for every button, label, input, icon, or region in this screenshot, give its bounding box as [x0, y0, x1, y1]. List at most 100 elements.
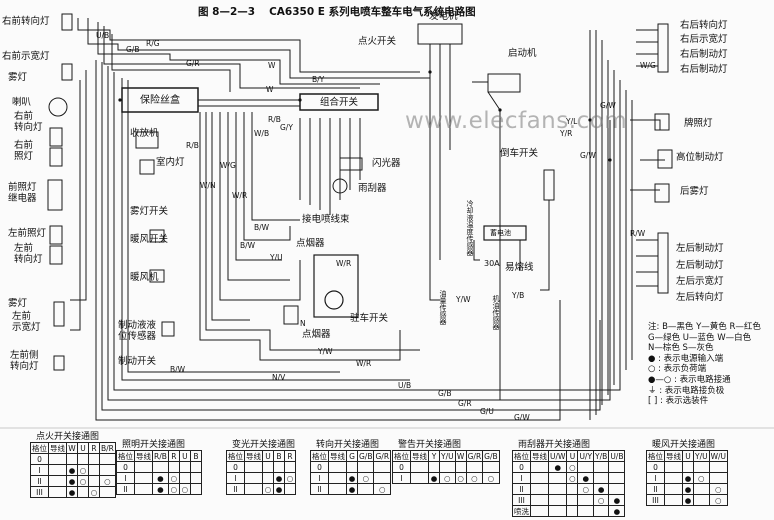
wire-label: G/W — [580, 151, 596, 160]
table-cell — [88, 453, 100, 465]
table-cell — [547, 472, 568, 484]
table-cell — [530, 461, 549, 473]
legend-line: [ ] : 表示选装件 — [648, 396, 709, 407]
switch-table-title: 暖风开关接通图 — [652, 440, 716, 450]
table-cell: ● — [273, 483, 285, 495]
switch-table-title: 雨刮器开关接通图 — [518, 440, 591, 450]
wire-label: U/B — [96, 31, 110, 40]
wire-label: B/W — [240, 241, 256, 250]
wire-label: Y/W — [456, 295, 471, 304]
wire-label: G/W — [514, 413, 530, 422]
table-cell — [530, 472, 549, 484]
table-cell — [373, 461, 392, 473]
label-plate-light: 牌照灯 — [684, 118, 713, 129]
table-cell: ○ — [577, 483, 595, 495]
table-cell — [439, 461, 456, 473]
table-cell: ○ — [284, 472, 296, 484]
wire-label: W/R — [232, 191, 248, 200]
label-right-rear-turn: 右后转向灯 — [680, 20, 728, 31]
table-cell — [284, 461, 296, 473]
wire-label: N/V — [272, 373, 286, 382]
table-cell: 0 — [116, 461, 135, 473]
table-cell — [410, 461, 429, 473]
table-cell: I — [646, 472, 665, 484]
table-header-cell: 格位 — [116, 450, 135, 462]
table-header-cell: W/U — [708, 450, 729, 462]
wire-label: R/G — [146, 39, 160, 48]
table-header-cell: R — [88, 442, 100, 454]
switch-table-title: 变光开关接通图 — [232, 440, 296, 450]
table-cell — [708, 461, 729, 473]
label-combo-switch: 组合开关 — [320, 97, 359, 108]
table-cell — [593, 461, 610, 473]
wire-label: R/W — [630, 229, 646, 238]
table-cell — [454, 461, 467, 473]
table-cell: 0 — [512, 461, 531, 473]
table-header-cell: U/Y — [577, 450, 595, 462]
table-cell — [48, 486, 67, 498]
table-cell — [428, 461, 440, 473]
table-header-cell: R/B — [152, 450, 169, 462]
table-cell — [664, 483, 683, 495]
label-fuse-box: 保险丝盒 — [140, 95, 180, 106]
table-cell — [664, 461, 683, 473]
table-cell: I — [116, 472, 135, 484]
label-headlamp-relay: 前照灯 继电器 — [8, 182, 37, 204]
table-cell — [530, 505, 549, 517]
table-cell — [328, 483, 347, 495]
table-cell — [593, 505, 610, 517]
table-cell — [593, 472, 610, 484]
table-cell: ○ — [167, 472, 180, 484]
table-cell — [693, 494, 710, 506]
table-cell: ○ — [593, 494, 610, 506]
label-reverse-switch: 倒车开关 — [500, 148, 539, 159]
wire-label: G/B — [126, 45, 140, 54]
wire-label: B/W — [170, 365, 186, 374]
table-cell: I — [30, 464, 49, 476]
table-cell — [530, 483, 549, 495]
table-header-cell: W — [454, 450, 467, 462]
table-cell — [99, 453, 116, 465]
table-header-cell: 导线 — [134, 450, 153, 462]
wire-label: R/B — [186, 141, 199, 150]
table-header-cell: 格位 — [226, 450, 245, 462]
switch-table-title: 警告开关接通图 — [398, 440, 462, 450]
wire-label: G/R — [458, 399, 472, 408]
table-cell: ● — [547, 461, 568, 473]
table-cell — [189, 483, 202, 495]
table-cell — [244, 483, 263, 495]
label-oil-sensor: 机油传感器 — [492, 295, 500, 330]
wire-label: G/Y — [280, 123, 293, 132]
label-fog-lamp-top: 雾灯 — [8, 72, 28, 83]
table-header-cell: 格位 — [646, 450, 665, 462]
table-cell: ● — [428, 472, 440, 484]
table-cell — [577, 505, 595, 517]
wire-label: W/N — [200, 181, 216, 190]
table-cell: I — [226, 472, 245, 484]
table-cell — [328, 461, 347, 473]
table-header-cell: W — [66, 442, 78, 454]
table-header-cell: 导线 — [530, 450, 549, 462]
legend-line: ● : 表示电源输入端 — [648, 353, 724, 364]
label-high-brake: 高位制动灯 — [676, 152, 724, 163]
table-cell: II — [646, 483, 665, 495]
table-cell — [547, 494, 568, 506]
table-cell — [88, 475, 100, 487]
label-rear-fog: 后雾灯 — [680, 186, 709, 197]
switch-table-title: 点火开关接通图 — [36, 432, 100, 442]
table-header-cell: G/B — [482, 450, 500, 462]
label-right-rear-marker: 右后示宽灯 — [680, 34, 728, 45]
legend-line: ○ : 表示负荷端 — [648, 364, 707, 375]
table-cell — [608, 483, 626, 495]
label-right-front-turn-top: 右前转向灯 — [2, 16, 50, 27]
table-cell: 0 — [392, 461, 411, 473]
table-header-cell: U — [178, 450, 191, 462]
wire-label: W/B — [254, 129, 270, 138]
table-cell: ● — [593, 483, 610, 495]
label-cigarette-lighter-2: 点烟器 — [302, 329, 331, 340]
table-header-cell: 格位 — [310, 450, 329, 462]
label-left-front-turn: 左前 转向灯 — [14, 243, 43, 265]
